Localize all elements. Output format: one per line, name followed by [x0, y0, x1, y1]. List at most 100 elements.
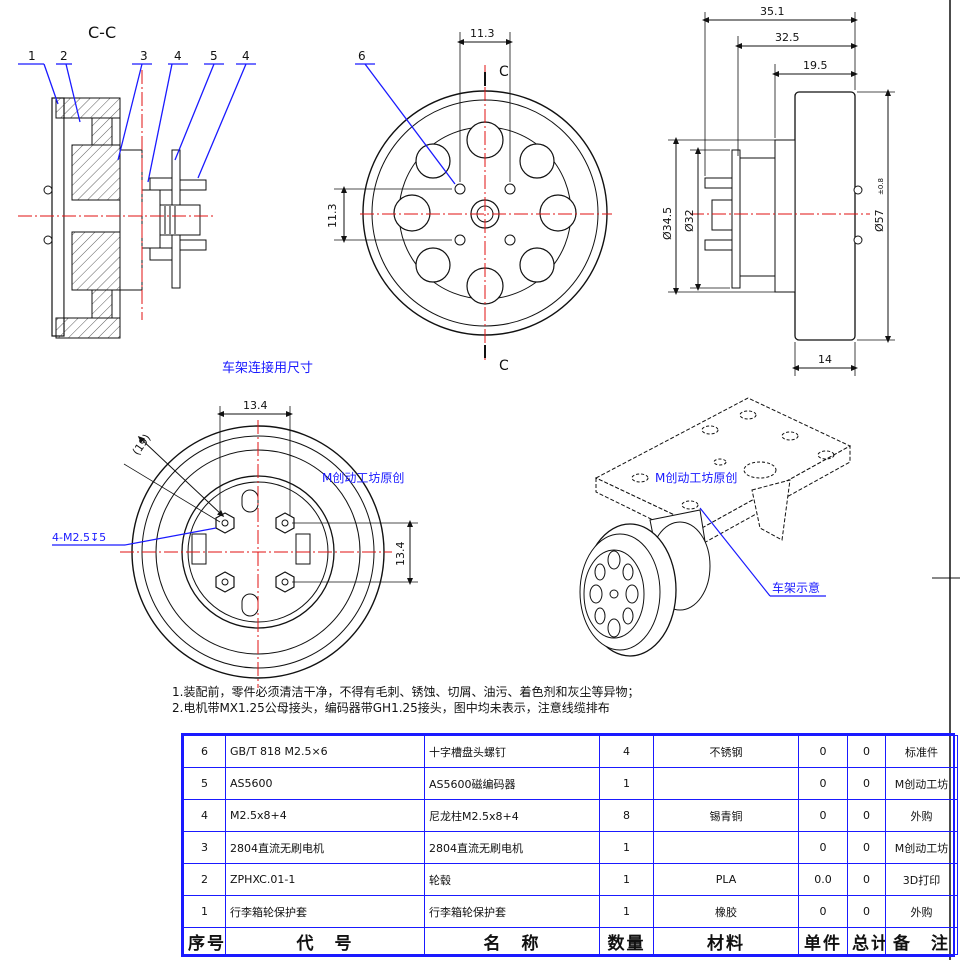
bom-header-unit: 单件 — [798, 927, 848, 955]
balloon-6: 6 — [358, 49, 366, 63]
dim-side-35: 35.1 — [760, 5, 785, 18]
side-view: 35.1 32.5 19.5 Ø34.5 Ø32 Ø57 ±0.8 14 — [661, 5, 895, 376]
balloon-4a: 4 — [174, 49, 182, 63]
bom-name: 轮毂 — [424, 863, 600, 896]
hole-callout: 4-M2.5↧5 — [52, 531, 106, 544]
note-1: 1.装配前，零件必须清洁干净，不得有毛刺、锈蚀、切屑、油污、着色剂和灰尘等异物； — [172, 685, 640, 699]
bom-row: 1 行李箱轮保护套 行李箱轮保护套 1 橡胶 0 0 外购 — [183, 895, 958, 928]
bom-name: 尼龙柱M2.5x8+4 — [424, 799, 600, 832]
rear-view: 13.4 13.4 (19) 4-M2.5↧5 M创动工坊原创 — [52, 399, 418, 688]
frame-schematic-label: 车架示意 — [772, 580, 820, 595]
bom-unit: 0 — [798, 735, 848, 768]
bom-remark: 标准件 — [885, 735, 958, 768]
bom-header-row: 序号 代 号 名 称 数量 材料 单件 总计 备 注 — [183, 927, 958, 955]
bom-qty: 1 — [599, 895, 654, 928]
bom-qty: 1 — [599, 863, 654, 896]
dim-side-thickness: 14 — [818, 353, 832, 366]
bom-row: 5 AS5600 AS5600磁编码器 1 0 0 M创动工坊 — [183, 767, 958, 800]
bom-no: 6 — [183, 735, 226, 768]
dim-rear-width: 13.4 — [243, 399, 268, 412]
isometric-assembly: M创动工坊原创 车架示意 — [579, 397, 852, 657]
bom-row: 6 GB/T 818 M2.5×6 十字槽盘头螺钉 4 不锈钢 0 0 标准件 — [183, 735, 958, 768]
bom-remark: M创动工坊 — [885, 767, 958, 800]
bom-material: PLA — [653, 863, 799, 896]
bom-no: 1 — [183, 895, 226, 928]
dim-side-dia345: Ø34.5 — [661, 207, 674, 240]
bom-code: M2.5x8+4 — [225, 799, 425, 832]
bill-of-materials: 6 GB/T 818 M2.5×6 十字槽盘头螺钉 4 不锈钢 0 0 标准件 … — [181, 733, 958, 957]
section-title: C-C — [88, 23, 116, 42]
dim-front-height: 11.3 — [326, 204, 339, 229]
section-mark-top: C — [499, 64, 509, 80]
bom-total: 0 — [847, 767, 886, 800]
bom-qty: 1 — [599, 831, 654, 864]
dim-side-dia32: Ø32 — [683, 209, 696, 232]
bom-no: 4 — [183, 799, 226, 832]
bom-unit: 0 — [798, 767, 848, 800]
bom-remark: 3D打印 — [885, 863, 958, 896]
bom-remark: 外购 — [885, 799, 958, 832]
bom-no: 5 — [183, 767, 226, 800]
bom-material: 不锈钢 — [653, 735, 799, 768]
bom-remark: M创动工坊 — [885, 831, 958, 864]
bom-unit: 0.0 — [798, 863, 848, 896]
bom-header-no: 序号 — [183, 927, 226, 955]
bom-code: 2804直流无刷电机 — [225, 831, 425, 864]
watermark-iso: M创动工坊原创 — [655, 470, 737, 485]
bom-unit: 0 — [798, 895, 848, 928]
dim-side-19: 19.5 — [803, 59, 828, 72]
bom-unit: 0 — [798, 831, 848, 864]
bom-total: 0 — [847, 799, 886, 832]
bom-total: 0 — [847, 863, 886, 896]
bom-row: 3 2804直流无刷电机 2804直流无刷电机 1 0 0 M创动工坊 — [183, 831, 958, 864]
bom-header-material: 材料 — [653, 927, 799, 955]
bom-table: 6 GB/T 818 M2.5×6 十字槽盘头螺钉 4 不锈钢 0 0 标准件 … — [183, 735, 958, 955]
bom-name: 2804直流无刷电机 — [424, 831, 600, 864]
section-view-cc: C-C — [18, 23, 256, 339]
dim-side-32: 32.5 — [775, 31, 800, 44]
front-view: C C 11.3 11.3 6 — [326, 27, 612, 374]
bom-qty: 8 — [599, 799, 654, 832]
dim-front-width: 11.3 — [470, 27, 495, 40]
bom-header-name: 名 称 — [424, 927, 600, 955]
bom-qty: 4 — [599, 735, 654, 768]
bom-row: 4 M2.5x8+4 尼龙柱M2.5x8+4 8 锡青铜 0 0 外购 — [183, 799, 958, 832]
bom-code: 行李箱轮保护套 — [225, 895, 425, 928]
bom-total: 0 — [847, 831, 886, 864]
bom-code: AS5600 — [225, 767, 425, 800]
note-2: 2.电机带MX1.25公母接头，编码器带GH1.25接头，图中均未表示，注意线缆… — [172, 701, 610, 715]
bom-header-total: 总计 — [847, 927, 886, 955]
bom-material: 橡胶 — [653, 895, 799, 928]
dim-rear-diagonal: (19) — [130, 432, 154, 458]
bom-no: 2 — [183, 863, 226, 896]
balloon-5: 5 — [210, 49, 218, 63]
frame-dimension-label: 车架连接用尺寸 — [222, 360, 313, 376]
balloon-3: 3 — [140, 49, 148, 63]
bom-header-remark: 备 注 — [885, 927, 958, 955]
dim-side-dia57-tol: ±0.8 — [877, 178, 885, 195]
bom-material: 锡青铜 — [653, 799, 799, 832]
watermark-rear: M创动工坊原创 — [322, 470, 404, 485]
dim-side-dia57: Ø57 — [873, 209, 886, 232]
dim-rear-height: 13.4 — [394, 542, 407, 567]
bom-remark: 外购 — [885, 895, 958, 928]
bom-qty: 1 — [599, 767, 654, 800]
bom-header-qty: 数量 — [599, 927, 654, 955]
balloon-2: 2 — [60, 49, 68, 63]
section-mark-bottom: C — [499, 358, 509, 374]
bom-name: AS5600磁编码器 — [424, 767, 600, 800]
balloon-1: 1 — [28, 49, 36, 63]
balloon-4b: 4 — [242, 49, 250, 63]
bom-code: ZPHXC.01-1 — [225, 863, 425, 896]
bom-unit: 0 — [798, 799, 848, 832]
bom-material — [653, 767, 799, 800]
bom-name: 行李箱轮保护套 — [424, 895, 600, 928]
bom-total: 0 — [847, 735, 886, 768]
bom-material — [653, 831, 799, 864]
bom-name: 十字槽盘头螺钉 — [424, 735, 600, 768]
bom-header-code: 代 号 — [225, 927, 425, 955]
bom-total: 0 — [847, 895, 886, 928]
bom-no: 3 — [183, 831, 226, 864]
bom-row: 2 ZPHXC.01-1 轮毂 1 PLA 0.0 0 3D打印 — [183, 863, 958, 896]
